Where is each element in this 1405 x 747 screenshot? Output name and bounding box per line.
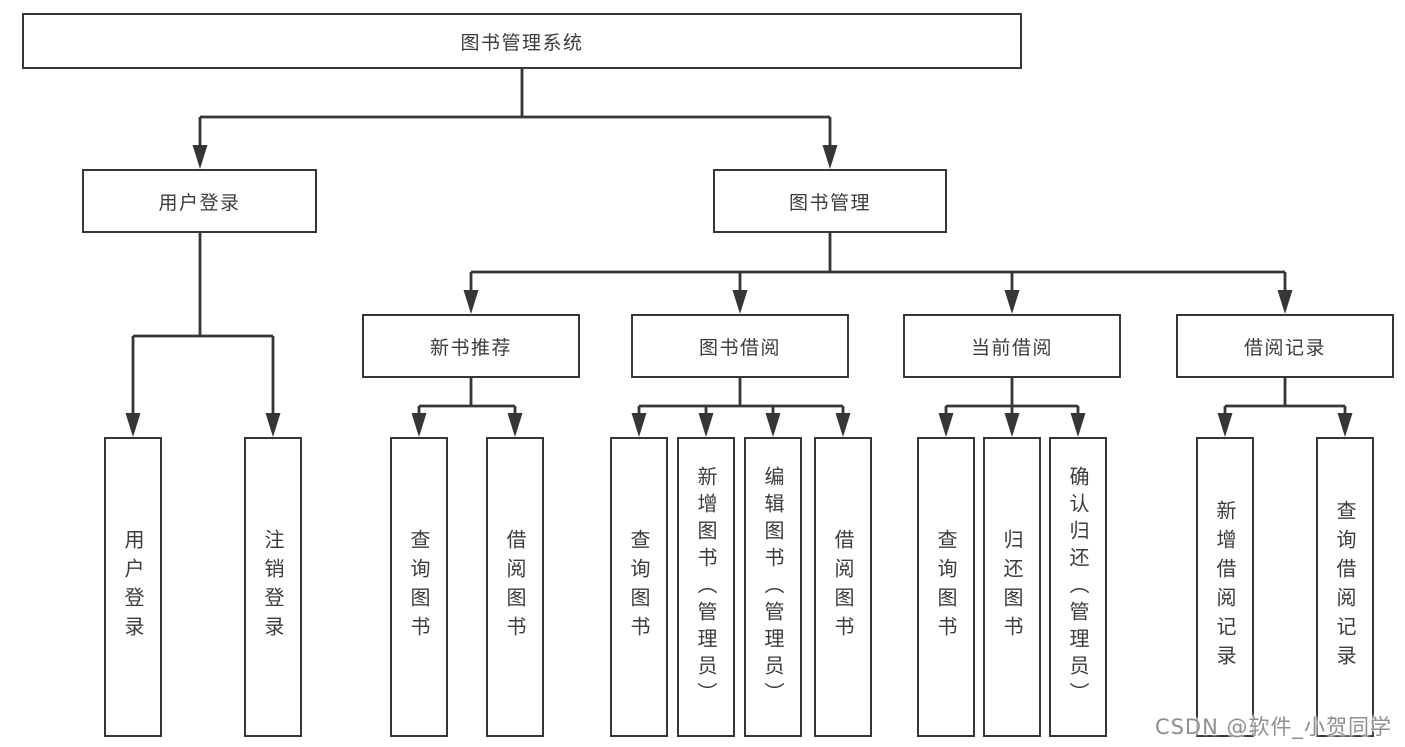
connector-book-borrow-to-children — [637, 378, 845, 418]
arrowhead — [1217, 413, 1233, 437]
arrowhead — [125, 413, 141, 437]
connector-user-login-to-children — [131, 233, 275, 418]
arrowhead — [822, 145, 838, 169]
leaf-logout: 注销登录 — [244, 437, 302, 737]
leaf-add-books-admin: 新增图书（管理员） — [677, 437, 735, 737]
leaf-borrow-books-recommend: 借阅图书 — [486, 437, 544, 737]
connector-book-management-to-level3 — [469, 233, 1287, 297]
node-book-management: 图书管理 — [713, 169, 947, 233]
arrowhead — [835, 413, 851, 437]
leaf-query-books-current: 查询图书 — [917, 437, 975, 737]
arrowhead — [265, 413, 281, 437]
arrowhead — [411, 413, 427, 437]
arrowhead — [1004, 290, 1020, 314]
arrowhead — [1070, 413, 1086, 437]
connector-new-books-to-children — [417, 378, 517, 418]
arrowhead — [1004, 413, 1020, 437]
node-borrow-records: 借阅记录 — [1176, 314, 1394, 378]
node-current-borrow: 当前借阅 — [903, 314, 1121, 378]
node-user-login: 用户登录 — [82, 169, 317, 233]
arrowhead — [192, 145, 208, 169]
arrowhead — [765, 413, 781, 437]
arrowhead — [1337, 413, 1353, 437]
arrowhead — [732, 290, 748, 314]
leaf-query-books-borrow: 查询图书 — [610, 437, 668, 737]
arrowhead — [463, 290, 479, 314]
leaf-edit-books-admin: 编辑图书（管理员） — [744, 437, 802, 737]
connector-root-to-level2 — [198, 69, 832, 150]
leaf-confirm-return-admin: 确认归还（管理员） — [1049, 437, 1107, 737]
leaf-add-borrow-record: 新增借阅记录 — [1196, 437, 1254, 737]
arrowheads — [125, 145, 1353, 437]
node-new-book-recommend: 新书推荐 — [362, 314, 580, 378]
arrowhead — [1277, 290, 1293, 314]
arrowhead — [938, 413, 954, 437]
connector-current-borrow-to-children — [944, 378, 1080, 418]
csdn-watermark: CSDN @软件_小贺同学 — [1154, 715, 1392, 739]
arrowhead — [631, 413, 647, 437]
leaf-query-books-recommend: 查询图书 — [390, 437, 448, 737]
leaf-query-borrow-record: 查询借阅记录 — [1316, 437, 1374, 737]
node-book-borrow: 图书借阅 — [631, 314, 849, 378]
leaf-return-books: 归还图书 — [983, 437, 1041, 737]
arrowhead — [507, 413, 523, 437]
node-root-system: 图书管理系统 — [22, 13, 1022, 69]
arrowhead — [698, 413, 714, 437]
leaf-borrow-books: 借阅图书 — [814, 437, 872, 737]
connector-borrow-records-to-children — [1223, 378, 1347, 418]
leaf-user-login: 用户登录 — [104, 437, 162, 737]
